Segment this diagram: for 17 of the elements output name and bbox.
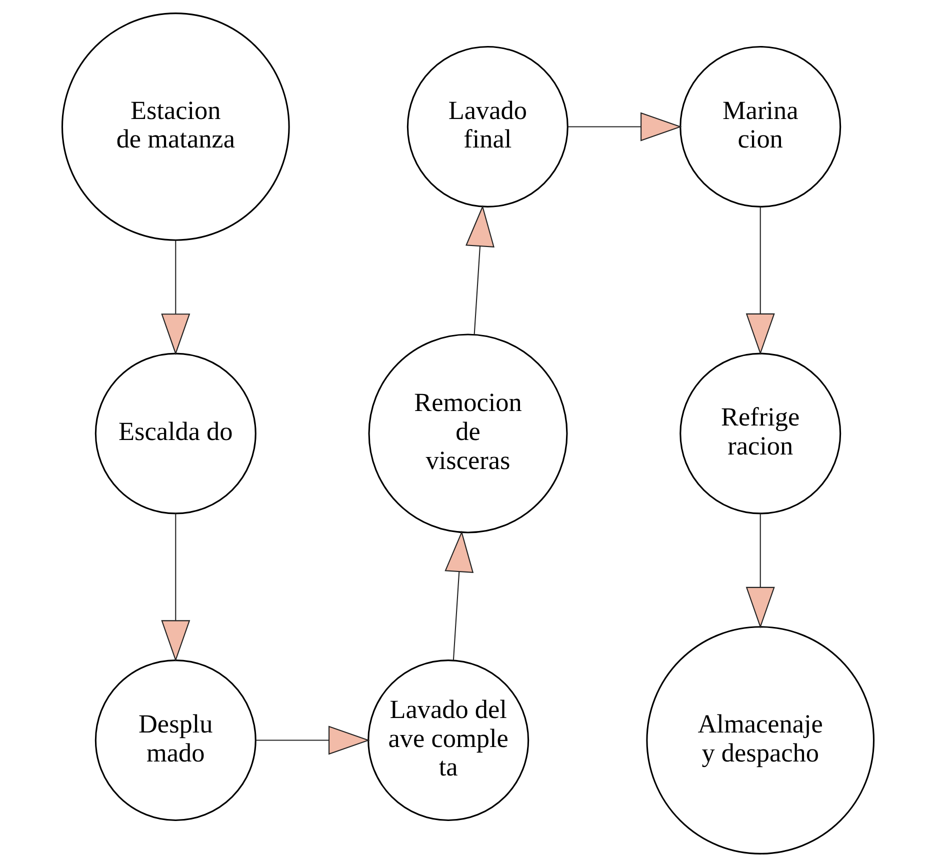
arrow [444, 530, 474, 660]
node-circle: Marina cion [680, 46, 842, 208]
arrow [161, 514, 190, 662]
node-circle: Escalda do [94, 352, 256, 514]
node-circle: Estacion de matanza [61, 12, 290, 241]
node-circle: Desplu mado [94, 660, 256, 822]
node-circle: Lavado del ave comple ta [368, 660, 530, 822]
node-circle: Remocion de visceras [368, 334, 568, 534]
arrow [256, 726, 370, 755]
arrow [568, 112, 682, 142]
arrow [466, 205, 494, 334]
node-circle: Almacenaje y despacho [646, 626, 875, 854]
arrow [161, 240, 190, 356]
node-circle: Lavado final [406, 46, 568, 208]
node-circle: Refrige racion [680, 352, 842, 514]
arrow [746, 514, 775, 628]
arrow [746, 206, 775, 355]
